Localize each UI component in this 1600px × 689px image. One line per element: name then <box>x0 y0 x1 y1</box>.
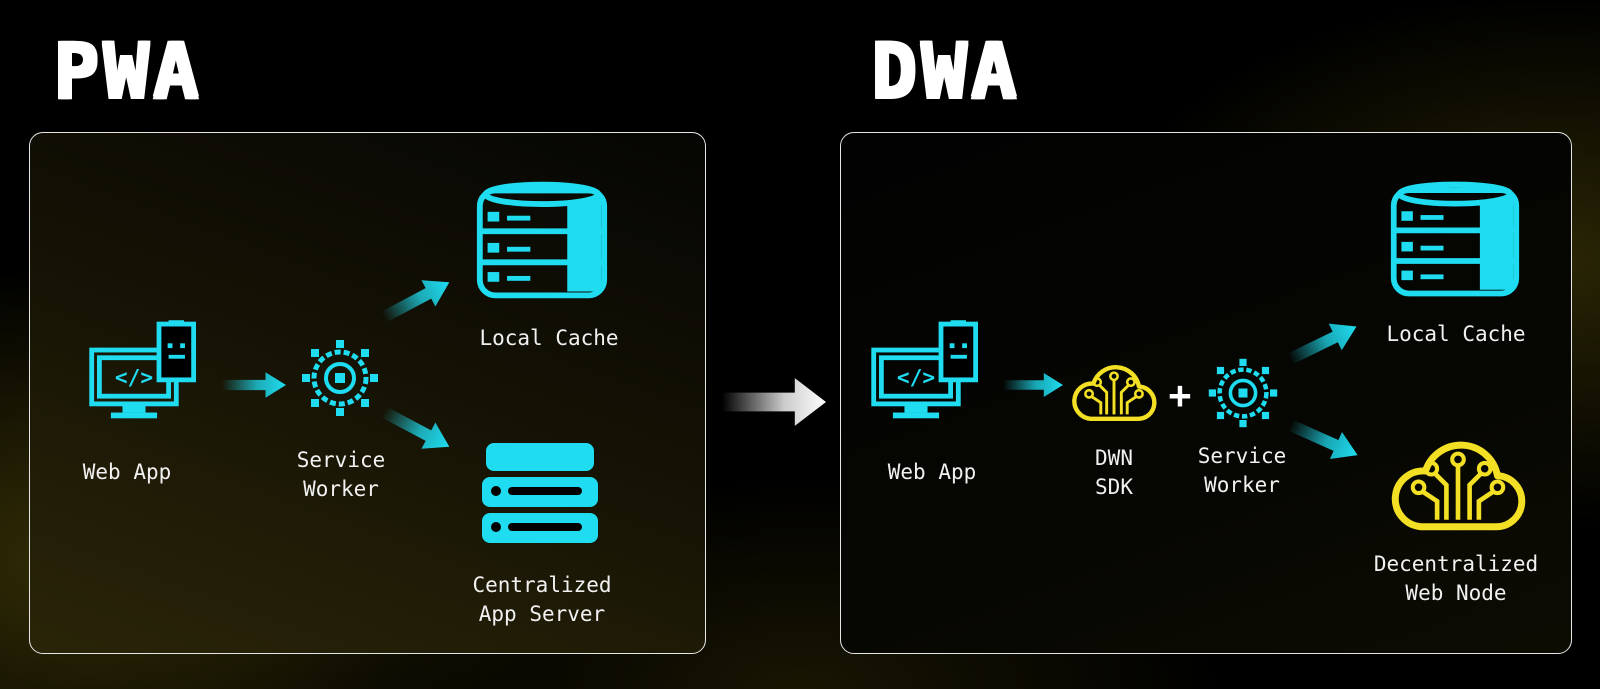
server-stack-icon <box>480 437 600 555</box>
dwa-panel <box>840 132 1572 654</box>
arrow-right-icon <box>1003 371 1063 399</box>
arrow-right-icon <box>222 371 286 399</box>
gear-icon <box>1207 357 1279 429</box>
plus-sign: + <box>1168 373 1192 417</box>
computer-code-icon <box>866 318 991 434</box>
database-icon <box>474 175 610 305</box>
cloud-circuit-icon <box>1070 350 1158 426</box>
dwa-title: DWA <box>870 25 1020 114</box>
pwa-service-worker-label: Service Worker <box>296 448 386 501</box>
dwa-dwn-sdk-label: DWN SDK <box>1095 446 1133 499</box>
pwa-app-server-label: Centralized App Server <box>472 573 612 626</box>
dwa-local-cache-label: Local Cache <box>1386 322 1526 346</box>
dwa-web-node-label: Decentralized Web Node <box>1373 552 1539 605</box>
computer-code-icon <box>84 318 209 434</box>
dwa-web-app-label: Web App <box>887 460 977 484</box>
gear-icon <box>300 338 380 418</box>
dwa-service-worker-label: Service Worker <box>1197 444 1287 497</box>
pwa-web-app-label: Web App <box>82 460 172 484</box>
pwa-local-cache-label: Local Cache <box>479 326 619 350</box>
arrow-right-icon <box>722 376 826 428</box>
cloud-circuit-icon <box>1378 420 1538 536</box>
pwa-title: PWA <box>52 25 202 114</box>
database-icon <box>1388 175 1522 303</box>
